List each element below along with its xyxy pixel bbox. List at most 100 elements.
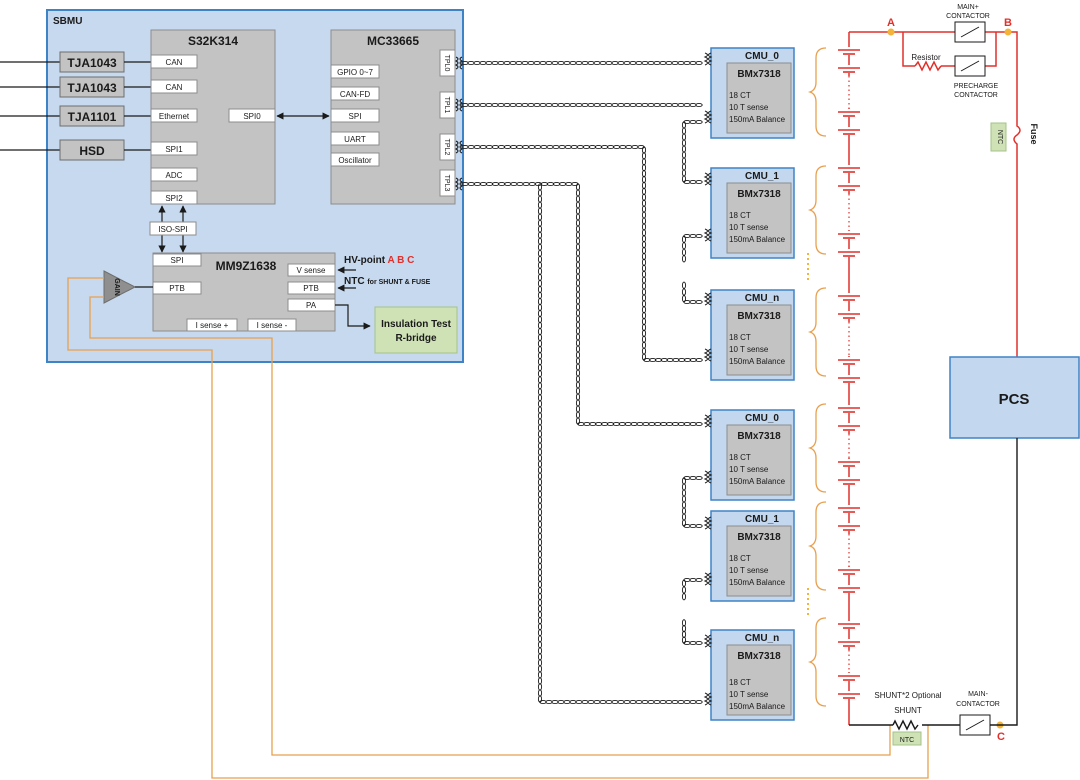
mc33665-port-uart: UART (330, 131, 380, 146)
cmu-title: CMU_n (745, 633, 779, 644)
battery-cell-gap (836, 523, 862, 531)
twisted-pair-tpl0 (461, 60, 703, 66)
main-plus-label-2: CONTACTOR (946, 13, 990, 20)
cmu-chip: BMx7318 (737, 532, 781, 543)
battery-cell-gap (836, 459, 862, 467)
point-b-marker (1004, 28, 1012, 36)
svg-text:NTC: NTC (900, 737, 914, 744)
mc33665-title: MC33665 (367, 34, 419, 48)
tpl-coil-icon (454, 98, 464, 112)
battery-cell-gap (836, 127, 862, 135)
svg-text:SPI: SPI (171, 256, 184, 265)
s32k-port-ethernet: Ethernet (150, 108, 198, 123)
mm9z-port-ptb-left: PTB (152, 281, 202, 295)
tpl-coil-icon (454, 140, 464, 154)
svg-text:CAN: CAN (166, 83, 183, 92)
svg-text:SPI: SPI (349, 112, 362, 121)
transformer-coil-icon (703, 348, 713, 362)
point-a-marker (887, 28, 895, 36)
fuse-ntc-tag: NTC (990, 122, 1007, 152)
precharge-contactor (954, 55, 986, 77)
transceiver-hsd: HSD (59, 139, 125, 161)
transformer-coil-icon (703, 52, 713, 66)
gain-amplifier: GAIN (103, 270, 153, 304)
sbmu-title: SBMU (53, 16, 82, 27)
mm9z-port-ptb-right: PTB (287, 281, 336, 295)
mc33665-port-oscillator: Oscillator (330, 152, 380, 167)
point-a-label: A (887, 17, 895, 29)
cmu-spec: 10 T sense (729, 223, 769, 232)
point-c-label: C (997, 731, 1005, 743)
s32k-port-spi0: SPI0 (228, 108, 276, 123)
cmu-spec: 150mA Balance (729, 702, 786, 711)
battery-cell-gap (836, 311, 862, 319)
transformer-coil-icon (703, 572, 713, 586)
point-b-label: B (1004, 17, 1012, 29)
cmu-spec: 18 CT (729, 678, 751, 687)
mm9z-port-isense-minus: I sense - (247, 318, 297, 332)
mc33665-port-gpio: GPIO 0~7 (330, 64, 380, 79)
s32k-port-spi2: SPI2 (150, 190, 198, 205)
twisted-pair-tpl2 (461, 181, 703, 427)
battery-cell-gap (836, 183, 862, 191)
cmu-title: CMU_n (745, 293, 779, 304)
hv-point-label: HV-point A B C (344, 255, 414, 266)
transformer-coil-icon (703, 110, 713, 124)
s32k-port-adc: ADC (150, 167, 198, 182)
negative-path (849, 438, 1018, 731)
isolation-transformers (454, 52, 713, 706)
transceiver-connections (124, 61, 151, 151)
cmu-spec: 18 CT (729, 91, 751, 100)
svg-text:SPI0: SPI0 (243, 112, 261, 121)
svg-text:I sense +: I sense + (196, 321, 229, 330)
cmu-module: CMU_n BMx7318 18 CT 10 T sense 150mA Bal… (710, 289, 795, 381)
cmu-title: CMU_1 (745, 514, 779, 525)
transformer-coil-icon (703, 292, 713, 306)
cmu-spec: 10 T sense (729, 103, 769, 112)
external-bus-lines (0, 61, 60, 151)
twisted-pair-cmu1-cmun-a (681, 233, 703, 263)
cmu-spec: 150mA Balance (729, 477, 786, 486)
svg-text:ADC: ADC (166, 171, 183, 180)
shunt-optional-label: SHUNT*2 Optional (874, 691, 941, 700)
insulation-test-box: Insulation Test R-bridge (374, 306, 458, 354)
cmu-module: CMU_n BMx7318 18 CT 10 T sense 150mA Bal… (710, 629, 795, 721)
battery-string (836, 32, 862, 725)
cmu-chip: BMx7318 (737, 311, 781, 322)
transceiver-label: HSD (79, 144, 105, 158)
transformer-coil-icon (703, 516, 713, 530)
fuse-label: Fuse (1029, 123, 1039, 144)
svg-text:ISO-SPI: ISO-SPI (158, 225, 187, 234)
cmu-column: CMU_0 BMx7318 18 CT 10 T sense 150mA Bal… (710, 47, 795, 721)
main-minus-label-1: MAIN- (968, 691, 989, 698)
shunt-label: SHUNT (894, 706, 922, 715)
mm9z-port-pa: PA (287, 298, 336, 312)
battery-cell-gap (836, 405, 862, 413)
cmu-spec: 150mA Balance (729, 235, 786, 244)
svg-text:CAN: CAN (166, 58, 183, 67)
cmu-spec: 10 T sense (729, 566, 769, 575)
transceiver-group: TJA1043 TJA1043 TJA1101 HSD (59, 51, 125, 161)
power-path (849, 31, 1021, 357)
insulation-line-1: Insulation Test (381, 319, 451, 330)
s32k-port-can-b: CAN (150, 79, 198, 94)
transformer-coil-icon (703, 470, 713, 484)
cmu-spec: 18 CT (729, 554, 751, 563)
svg-text:TPL0: TPL0 (443, 55, 450, 72)
battery-cell-gap (836, 249, 862, 257)
transformer-coil-icon (703, 228, 713, 242)
svg-text:NTC: NTC (996, 130, 1003, 144)
svg-text:TPL3: TPL3 (443, 175, 450, 192)
svg-text:CAN-FD: CAN-FD (340, 90, 370, 99)
tpl-coil-icon (454, 56, 464, 70)
svg-text:SPI2: SPI2 (165, 194, 183, 203)
svg-text:V sense: V sense (297, 266, 326, 275)
battery-cell-gap (836, 375, 862, 383)
mc33665-port-spi: SPI (330, 108, 380, 123)
pa-to-insulation-link (335, 304, 371, 330)
cmu-spec: 18 CT (729, 211, 751, 220)
s32k314-chip: S32K314 CAN CAN Ethernet SPI1 ADC SPI2 S… (150, 29, 276, 205)
main-plus-contactor (954, 21, 986, 43)
twisted-pair-tpl3-return (537, 183, 703, 705)
